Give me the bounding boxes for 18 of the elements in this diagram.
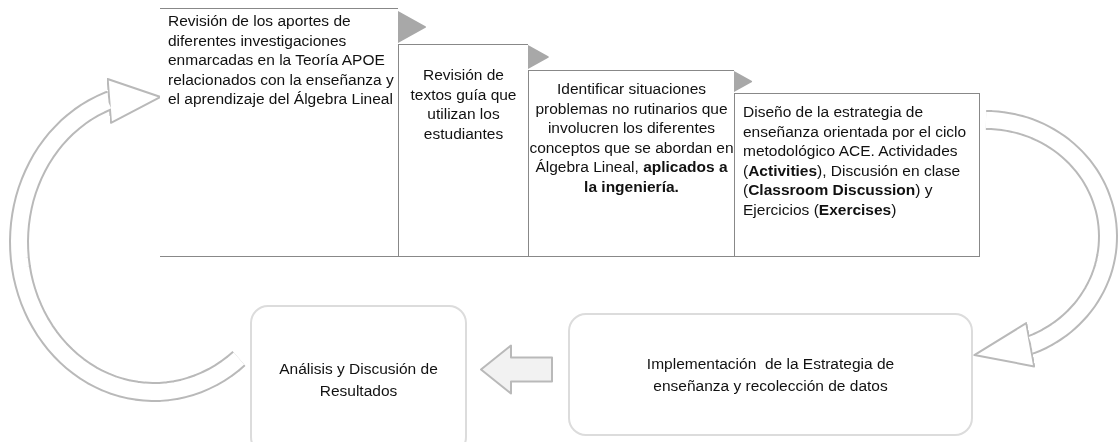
step-text: Diseño de la estrategia de enseñanza orientada por el ciclo metodológico ACE. Actividades (Activities), Discusión en clase (Classroom Discussion) y Ejercicios (Exercises) [743, 103, 968, 218]
process-box [568, 313, 973, 436]
arrow [973, 110, 1118, 368]
arrow [9, 77, 246, 402]
step-text: Implementación de la Estrategia de enseñanza y recolección de datos [645, 353, 896, 396]
step-text: Identificar situaciones problemas no rutinarios que involucren los diferentes conceptos que se abordan en Álgebra Lineal, aplicados a la ingeniería. [529, 80, 735, 195]
process-box [250, 305, 467, 442]
arrow-triangle [733, 71, 753, 92]
step-box [160, 8, 398, 257]
arrow-triangle [527, 45, 549, 69]
step-text: Análisis y Discusión de Resultados [278, 359, 439, 401]
arrow [480, 344, 553, 395]
step-text: Revisión de textos guía que utilizan los estudiantes [410, 66, 518, 142]
arrow-triangle [397, 11, 426, 43]
step-box [398, 44, 528, 257]
step-box [734, 93, 980, 257]
step-text: Revisión de los aportes de diferentes investigaciones enmarcadas en la Teoría APOE relacionados con la enseñanza y el aprendizaje del Álgebra Lineal [168, 12, 395, 107]
step-box [528, 70, 734, 257]
